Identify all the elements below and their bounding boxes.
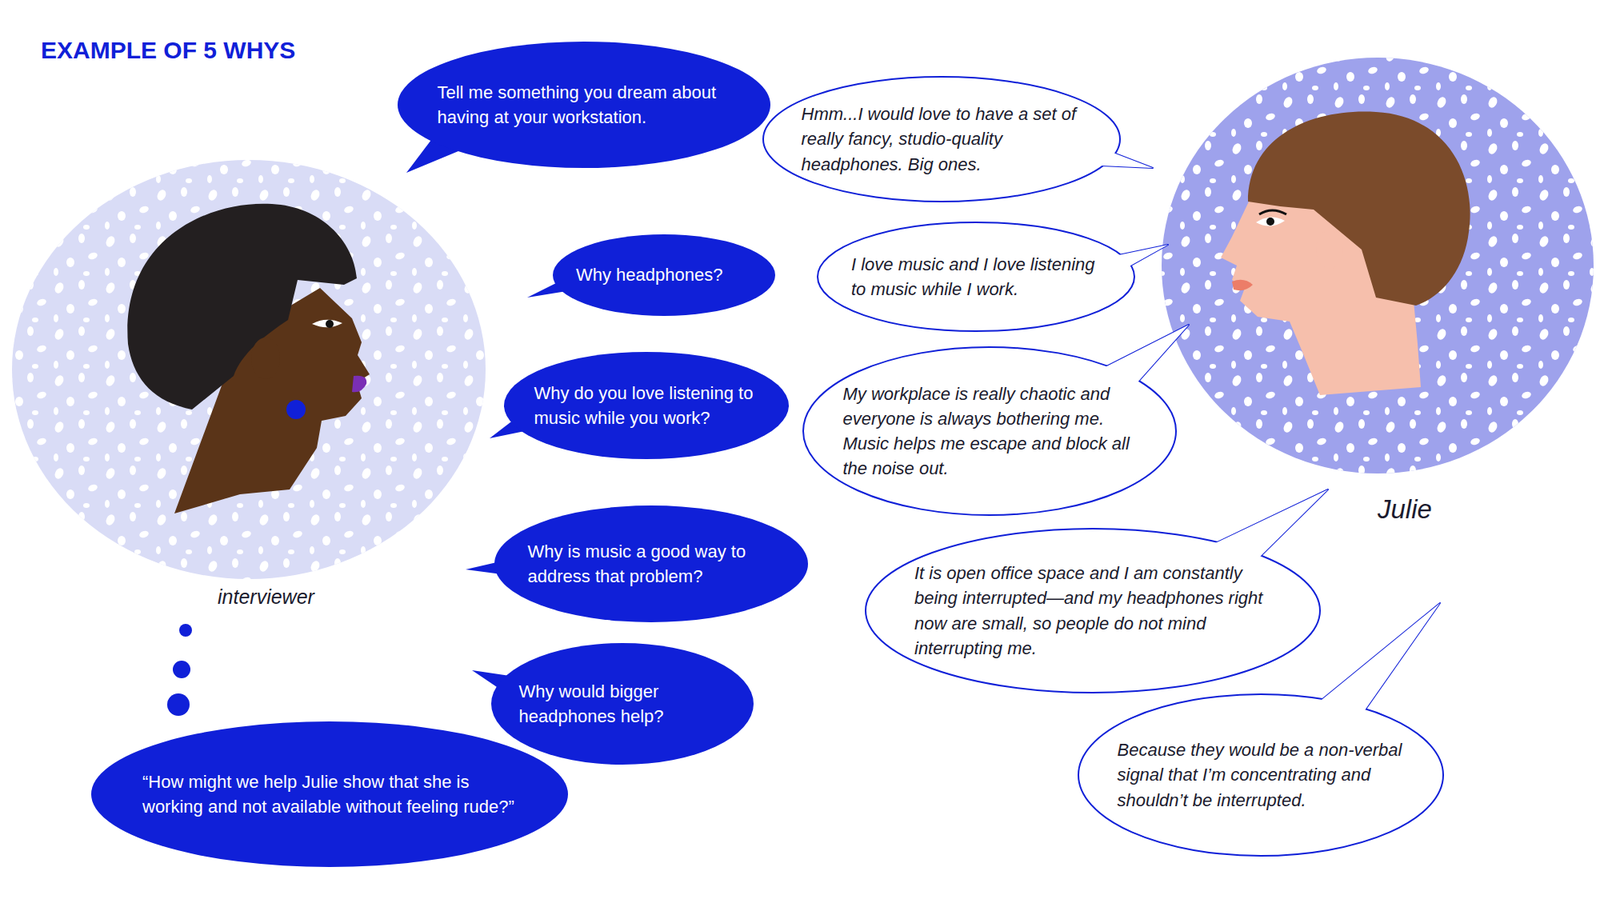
bubble-outline <box>491 643 754 765</box>
bubble-text: Why headphones? <box>576 262 752 288</box>
bubble-text: Why is music a good way to address that … <box>528 539 776 589</box>
bubble-outline <box>91 721 568 868</box>
answer-bubble: I love music and I love listening to mus… <box>816 220 1136 333</box>
bubble-text: Why would bigger headphones help? <box>519 679 727 729</box>
bubble-shape <box>502 350 791 461</box>
bubble-text-block: Why do you love listening to music while… <box>534 380 760 431</box>
bubble-shape <box>492 504 810 624</box>
bubble-text-block: Why headphones? <box>576 262 752 288</box>
bubble-text-block: My workplace is really chaotic and every… <box>843 381 1137 482</box>
bubble-text: Hmm...I would love to have a set of real… <box>801 101 1083 177</box>
bubble-text: My workplace is really chaotic and every… <box>843 381 1137 482</box>
bubble-shape <box>816 220 1136 333</box>
bubble-text-block: Why is music a good way to address that … <box>528 539 776 589</box>
bubble-text-block: I love music and I love listening to mus… <box>851 252 1101 302</box>
bubble-text: Tell me something you dream about having… <box>437 80 732 130</box>
bubble-tail-join <box>1204 489 1328 565</box>
bubble-outline <box>397 41 771 168</box>
bubble-text-block: Tell me something you dream about having… <box>437 80 732 130</box>
bubble-text: “How might we help Julie show that she i… <box>142 769 517 820</box>
question-bubble: Tell me something you dream about having… <box>396 40 772 170</box>
bubble-outline <box>817 222 1135 332</box>
bubble-outline <box>763 76 1120 202</box>
bubble-text-block: “How might we help Julie show that she i… <box>142 769 517 820</box>
question-bubble: Why would bigger headphones help? <box>489 641 756 767</box>
bubble-text-block: Because they would be a non-verbal signa… <box>1117 737 1405 813</box>
bubble-shape <box>801 345 1178 517</box>
bubble-outline <box>1078 694 1444 856</box>
bubble-outline <box>504 352 789 460</box>
question-bubble: Why do you love listening to music while… <box>502 350 791 461</box>
answer-bubble: My workplace is really chaotic and every… <box>801 345 1178 517</box>
bubble-text-block: Hmm...I would love to have a set of real… <box>801 101 1083 177</box>
bubble-text: Because they would be a non-verbal signa… <box>1117 737 1405 813</box>
bubble-shape <box>489 641 756 767</box>
interviewer-portrait <box>12 160 486 716</box>
question-bubble: Why headphones? <box>551 232 777 318</box>
bubble-tail-join <box>1313 603 1440 718</box>
answer-bubble: Hmm...I would love to have a set of real… <box>761 75 1122 204</box>
bubble-tail-join <box>1095 324 1190 391</box>
speaker-name: Julie <box>1377 494 1432 525</box>
title: EXAMPLE OF 5 WHYS <box>40 36 296 64</box>
question-bubble: “How might we help Julie show that she i… <box>89 720 570 869</box>
julie-portrait <box>1161 57 1594 474</box>
speaker-name: interviewer <box>217 585 315 609</box>
bubble-shape <box>864 527 1322 695</box>
question-bubble: Why is music a good way to address that … <box>492 504 810 624</box>
bubble-tail <box>1313 603 1440 718</box>
bubble-tail <box>1107 244 1168 273</box>
bubble-text-block: Why would bigger headphones help? <box>519 679 727 729</box>
bubble-shape <box>89 720 570 869</box>
bubble-tail-join <box>1084 148 1153 168</box>
bubble-text: I love music and I love listening to mus… <box>851 252 1101 302</box>
bubble-tail <box>1204 489 1328 565</box>
answer-bubble: Because they would be a non-verbal signa… <box>1076 692 1445 858</box>
bubble-text-block: It is open office space and I am constan… <box>914 560 1272 661</box>
answer-bubble: It is open office space and I am constan… <box>864 527 1322 695</box>
bubble-text: It is open office space and I am constan… <box>914 560 1272 661</box>
bubble-tail-join <box>1107 244 1168 273</box>
bubble-outline <box>494 505 808 623</box>
bubble-text: Why do you love listening to music while… <box>534 380 760 431</box>
bubble-shape <box>396 40 772 170</box>
bubble-outline <box>552 234 776 316</box>
